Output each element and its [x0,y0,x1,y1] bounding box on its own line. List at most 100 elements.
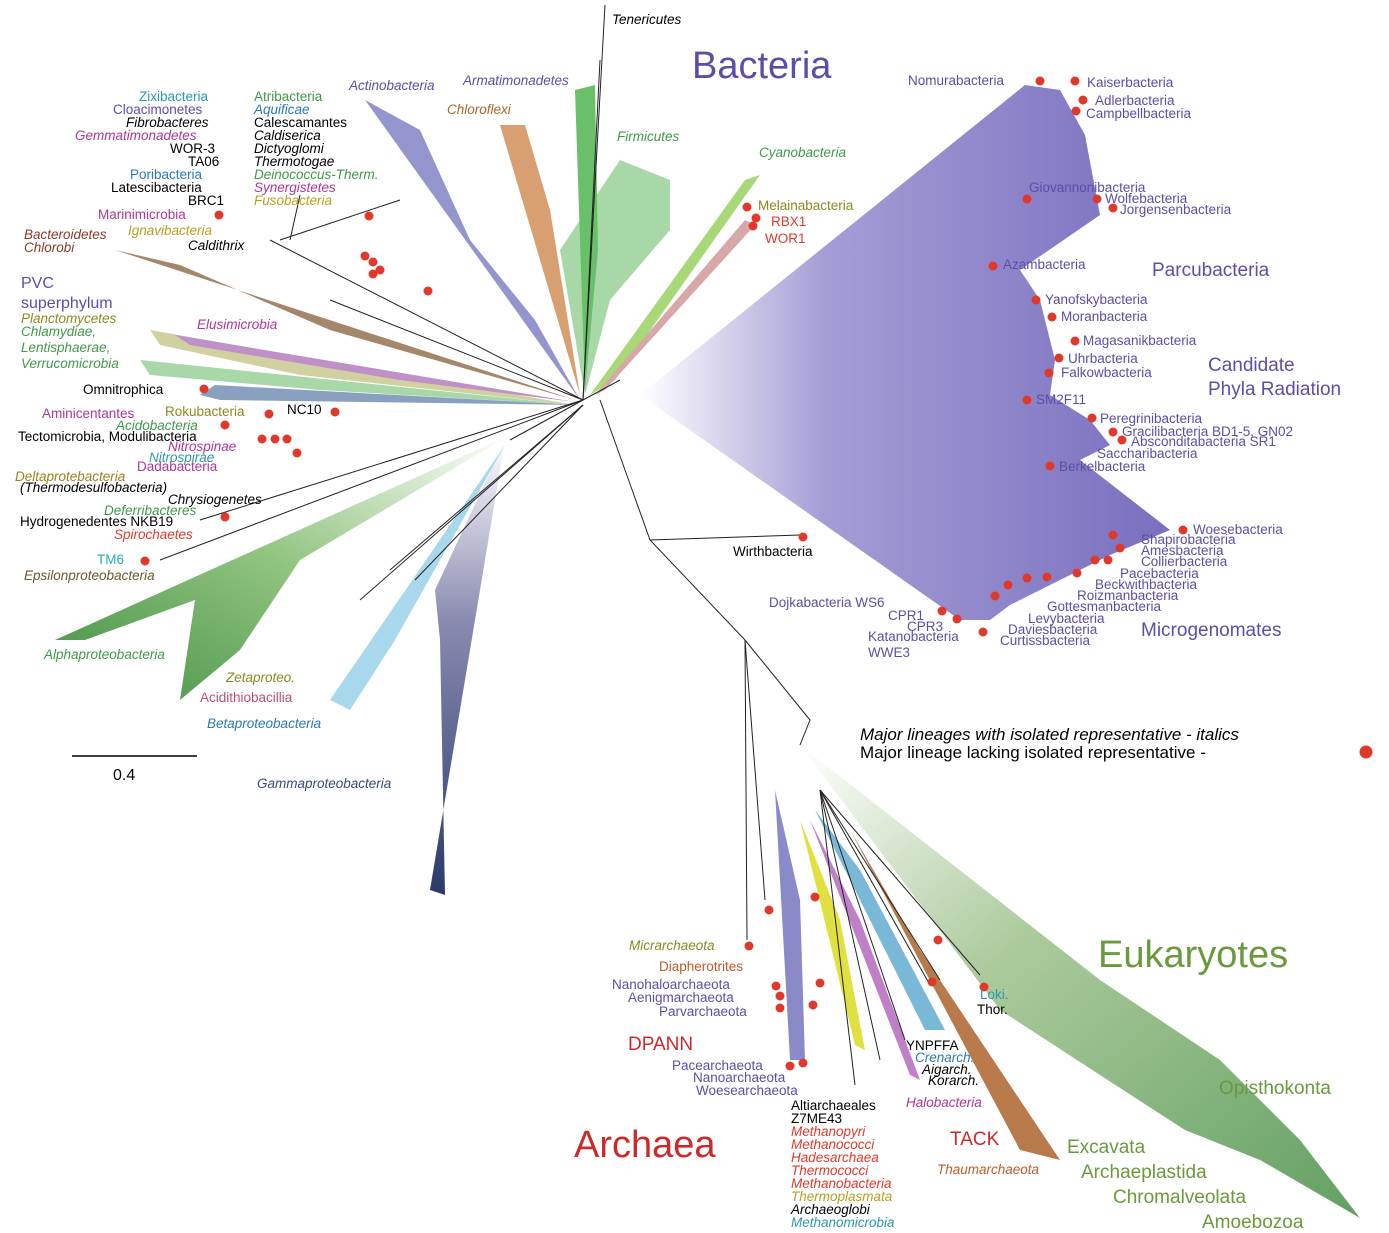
taxon-label-dojkabacteria: Dojkabacteria WS6 [769,595,885,610]
taxon-label-loki: Loki. [980,987,1009,1002]
taxon-label-melainabacteria: Melainabacteria [758,198,854,213]
taxon-label-caldithrix: Caldithrix [188,238,246,253]
taxon-label-hydrogenedentes: Hydrogenedentes NKB19 [20,514,173,529]
taxon-label-cpr1: CPR1 [888,608,924,623]
taxon-label-kaiserbacteria: Kaiserbacteria [1087,75,1174,90]
taxon-label-tectomicrobia: Tectomicrobia, Modulibacteria [18,429,197,444]
taxon-label-pacearchaeota: Pacearchaeota [672,1058,763,1073]
taxon-label-woesebacteria: Woesebacteria [1193,522,1283,537]
taxon-label-campbellbacteria: Campbellbacteria [1086,106,1192,121]
taxon-label-brc1: BRC1 [188,193,224,208]
taxon-label-amoebozoa: Amoebozoa [1202,1212,1304,1233]
pvc-heading-2: superphylum [21,295,113,312]
taxon-label-cyanobacteria: Cyanobacteria [759,145,847,160]
taxon-label-thaumarchaeota: Thaumarchaeota [937,1162,1040,1177]
taxon-label-korarch: Korarch. [928,1073,979,1088]
taxon-label-rokubacteria: Rokubacteria [165,404,245,419]
alpha-wedge [55,435,510,700]
taxon-label-thermococci: Thermococci [791,1163,869,1178]
taxon-label-thermoplasmata: Thermoplasmata [791,1189,893,1204]
taxon-label-curtissbacteria: Curtissbacteria [1000,633,1091,648]
taxon-label-betaproteobacteria: Betaproteobacteria [207,716,322,731]
taxon-label-elusimicrobia: Elusimicrobia [197,317,278,332]
taxon-label-magasanikbacteria: Magasanikbacteria [1083,333,1197,348]
taxon-label-nanohaloarchaeota: Nanohaloarchaeota [612,977,730,992]
taxon-label-fusobacteria: Fusobacteria [254,193,333,208]
taxon-label-deinococcus: Deinococcus-Therm. [254,167,379,182]
taxon-label-alphaproteobacteria: Alphaproteobacteria [43,647,165,662]
taxon-label-opisthokonta: Opisthokonta [1219,1078,1331,1099]
verruco-wedge [140,360,575,405]
taxon-label-absconditabacteria: Absconditabacteria SR1 [1131,434,1276,449]
taxon-label-nitrospirae: Nitrospirae [149,450,214,465]
taxon-label-gracilibacteria: Gracilibacteria BD1-5, GN02 [1122,424,1293,439]
melaina-wedge [595,220,755,395]
taxon-label-chlorobi: Chlorobi [24,240,75,255]
taxon-label-gottesmanbacteria: Gottesmanbacteria [1047,599,1162,614]
taxon-label-acidithiobacillia: Acidithiobacillia [200,690,293,705]
taxon-label-nc10: NC10 [287,402,322,417]
taxon-label-firmicutes: Firmicutes [617,129,680,144]
taxon-label-archaeplastida: Archaeplastida [1081,1162,1207,1183]
parcubacteria-heading: Parcubacteria [1152,260,1270,281]
taxon-label-diapherotrites: Diapherotrites [659,959,743,974]
taxon-label-aminicentantes: Aminicentantes [42,406,135,421]
taxon-label-methanobacteria: Methanobacteria [791,1176,892,1191]
taxon-label-adlerbacteria: Adlerbacteria [1095,93,1175,108]
taxon-label-thor: Thor. [977,1002,1008,1017]
taxon-label-chrysiogenetes: Chrysiogenetes [168,492,262,507]
taxon-label-amesbacteria: Amesbacteria [1141,543,1224,558]
taxon-label-hadesarchaea: Hadesarchaea [791,1150,879,1165]
cyano-wedge [590,175,760,395]
cpr-heading-1: Candidate [1208,355,1295,376]
clade-wedges [55,85,1360,1218]
taxon-label-gammaproteobacteria: Gammaproteobacteria [257,776,392,791]
taxon-label-uhrbacteria: Uhrbacteria [1068,351,1138,366]
taxon-label-excavata: Excavata [1067,1137,1146,1158]
taxon-label-spirochaetes: Spirochaetes [114,527,193,542]
firmicutes-wedge [560,160,670,395]
taxon-label-nanoarchaeota: Nanoarchaeota [693,1070,786,1085]
taxon-label-bacteroidetes: Bacteroidetes [24,227,107,242]
taxon-label-halobacteria: Halobacteria [906,1095,982,1110]
taxon-label-nomurabacteria: Nomurabacteria [908,73,1005,88]
taxon-label-saccharibacteria: Saccharibacteria [1097,446,1198,461]
actino-wedge [365,100,580,400]
taxon-label-latescibacteria: Latescibacteria [111,180,202,195]
dpann-wedge [775,790,805,1060]
taxon-label-altiarchaeales: Altiarchaeales [791,1098,876,1113]
taxon-label-micrarchaeota: Micrarchaeota [629,938,715,953]
taxon-label-ignavibacteria: Ignavibacteria [128,223,213,238]
taxon-label-chlamydiae: Chlamydiae, [21,324,96,339]
taxon-label-armatimonadetes: Armatimonadetes [462,73,569,88]
taxon-label-caldiserica: Caldiserica [254,128,321,143]
taxon-label-wirthbacteria: Wirthbacteria [733,544,813,559]
taxon-label-lentisphaerae: Lentisphaerae, [21,340,110,355]
taxon-label-aquificae: Aquificae [253,102,310,117]
taxon-label-collierbacteria: Collierbacteria [1141,554,1228,569]
halo-wedge [810,820,920,1080]
taxon-label-parvarchaeota: Parvarchaeota [659,1004,747,1019]
taxon-label-thermotogae: Thermotogae [254,154,334,169]
legend-dot [1359,745,1373,759]
cpr-wedge [640,85,1170,620]
taxon-label-poribacteria: Poribacteria [130,167,203,182]
taxon-label-tm6: TM6 [97,552,124,567]
taxon-label-archaeoglobi: Archaeoglobi [790,1202,871,1217]
taxon-label-chloroflexi: Chloroflexi [447,102,512,117]
taxon-label-zixibacteria: Zixibacteria [139,89,209,104]
taxon-label-moranbacteria: Moranbacteria [1061,309,1148,324]
taxon-label-gemmatimonadetes: Gemmatimonadetes [75,128,197,143]
scale-bar-value: 0.4 [113,767,135,784]
taxon-label-roizmanbacteria: Roizmanbacteria [1077,588,1179,603]
pvc-heading-1: PVC [21,275,54,292]
taxon-label-katanobacteria: Katanobacteria [868,629,959,644]
armatimonadetes-wedge [575,85,598,390]
taxon-label-actinobacteria: Actinobacteria [348,78,435,93]
taxon-label-peregrinibacteria: Peregrinibacteria [1100,411,1203,426]
taxon-label-sm2f11: SM2F11 [1036,392,1086,407]
chloroflexi-wedge [500,125,580,395]
taxon-label-deltaproteobacteria: Deltaprotebacteria [15,469,126,484]
taxon-label-methanococci: Methanococci [791,1137,875,1152]
